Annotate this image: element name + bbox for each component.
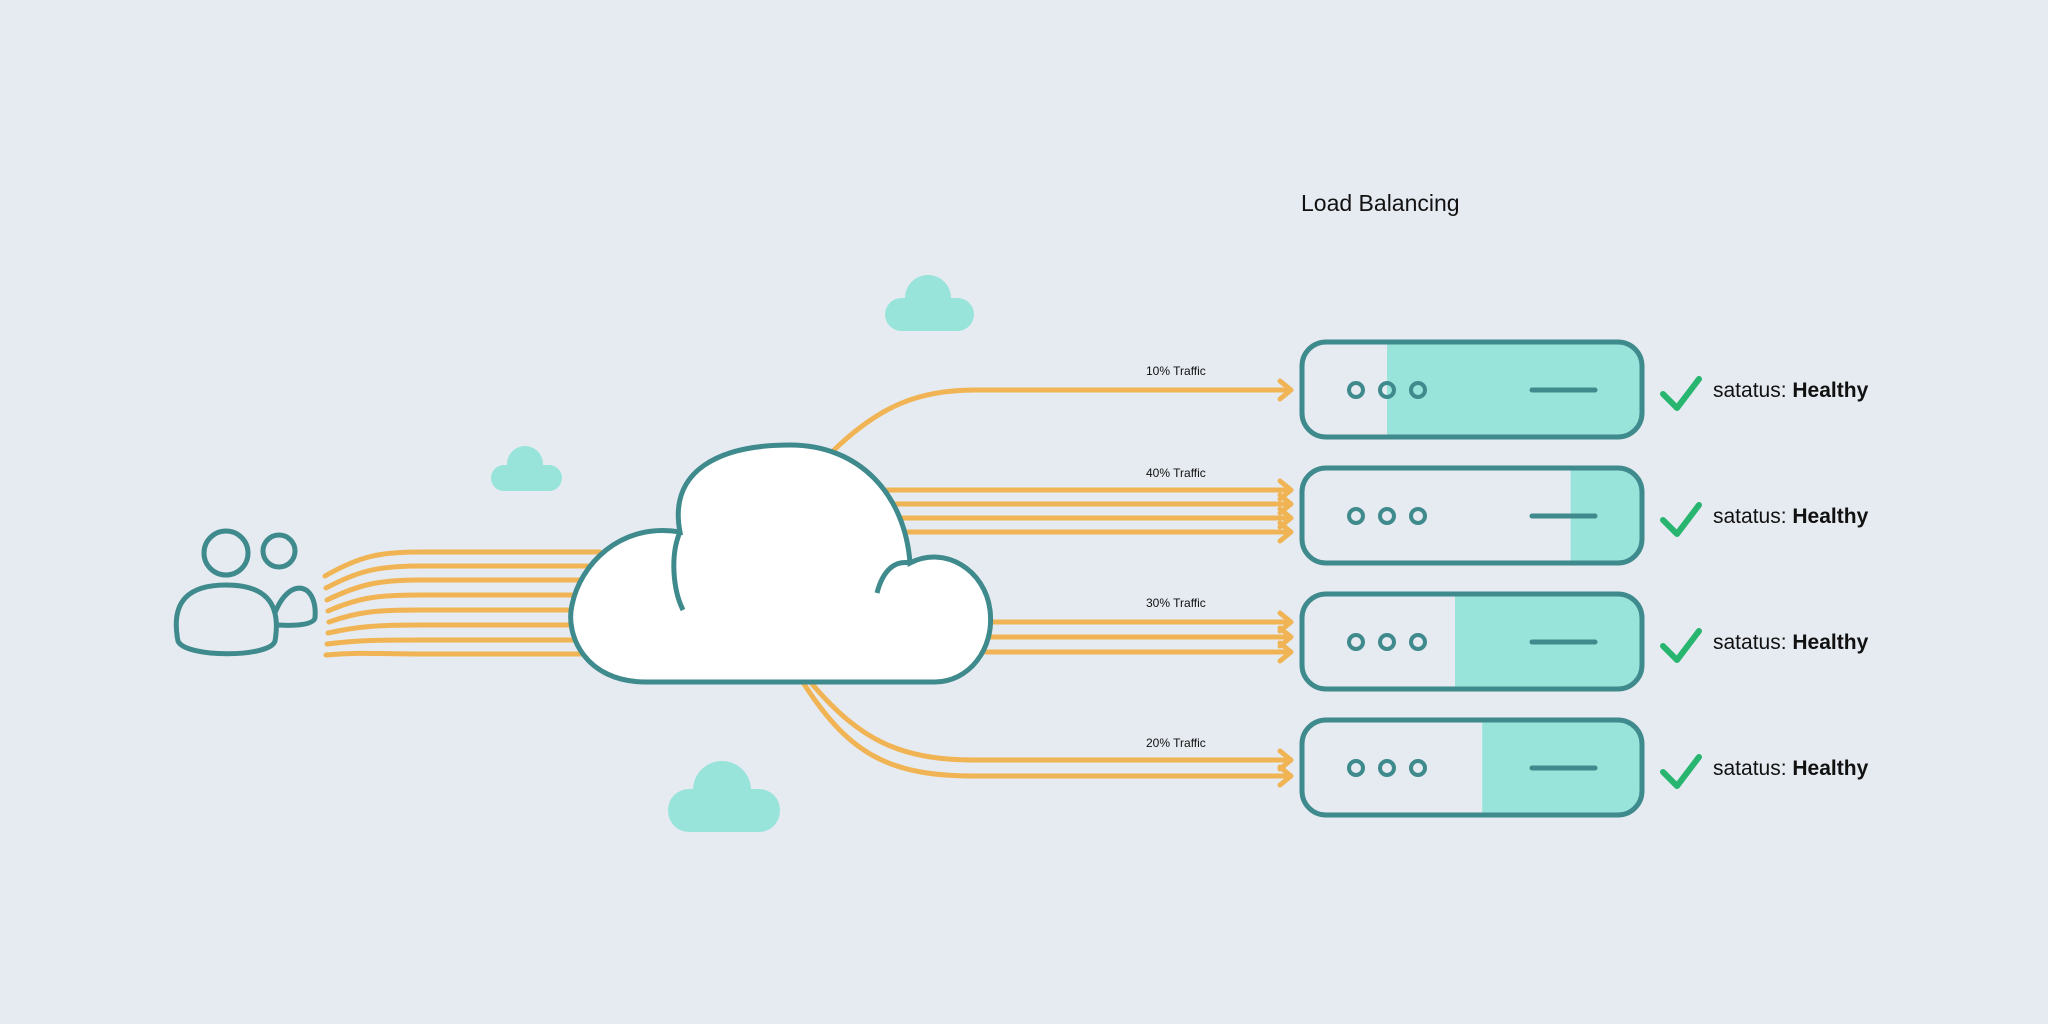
users-icon [173,528,318,657]
small-cloud-icon [668,761,780,832]
servers: 10% Traffic satatus: Healthy 40% Traffic sa… [1146,339,1869,818]
traffic-label: 20% Traffic [1146,736,1206,750]
status-value: Healthy [1792,505,1868,528]
indicator-light-icon [1378,633,1396,651]
status-prefix: satatus: [1713,505,1792,528]
small-cloud-icon [885,275,974,331]
cloud-icon [568,442,994,685]
traffic-label: 10% Traffic [1146,364,1206,378]
status-value: Healthy [1792,757,1868,780]
server-1: 10% Traffic satatus: Healthy [1146,339,1869,440]
server-status: satatus: Healthy [1713,757,1869,780]
indicator-light-icon [1409,381,1427,399]
traffic-line-server-4 [801,681,1293,779]
check-icon [1660,502,1702,537]
server-outline [1299,465,1645,566]
status-prefix: satatus: [1713,379,1792,402]
server-status: satatus: Healthy [1713,631,1869,654]
traffic-line-server-1 [829,387,1293,455]
server-outline [1299,717,1645,818]
arrowheads [1277,378,1294,788]
traffic-label: 30% Traffic [1146,596,1206,610]
server-status: satatus: Healthy [1713,379,1869,402]
traffic-line-server-4 [809,681,1293,763]
indicator-light-icon [1347,381,1365,399]
status-prefix: satatus: [1713,631,1792,654]
check-icon [1660,376,1702,411]
server-load-fill [1387,342,1642,437]
indicator-light-icon [1347,507,1365,525]
server-outline [1299,591,1645,692]
server-outline [1299,339,1645,440]
diagram-title: Load Balancing [1301,190,1460,216]
indicator-light-icon [1378,381,1396,399]
check-icon [1660,754,1702,789]
status-value: Healthy [1792,379,1868,402]
traffic-label: 40% Traffic [1146,466,1206,480]
outgoing-traffic-lines [801,387,1293,779]
server-2: 40% Traffic satatus: Healthy [1146,465,1869,566]
indicator-light-icon [1378,507,1396,525]
indicator-light-icon [1378,759,1396,777]
indicator-light-icon [1409,507,1427,525]
check-icon [1660,628,1702,663]
incoming-traffic-lines [322,549,603,658]
status-value: Healthy [1792,631,1868,654]
indicator-light-icon [1347,759,1365,777]
indicator-light-icon [1409,759,1427,777]
status-prefix: satatus: [1713,757,1792,780]
indicator-light-icon [1409,633,1427,651]
small-cloud-icon [491,446,562,491]
server-status: satatus: Healthy [1713,505,1869,528]
server-box [1302,468,1642,563]
server-3: 30% Traffic satatus: Healthy [1146,591,1869,692]
indicator-light-icon [1347,633,1365,651]
server-4: 20% Traffic satatus: Healthy [1146,717,1869,818]
